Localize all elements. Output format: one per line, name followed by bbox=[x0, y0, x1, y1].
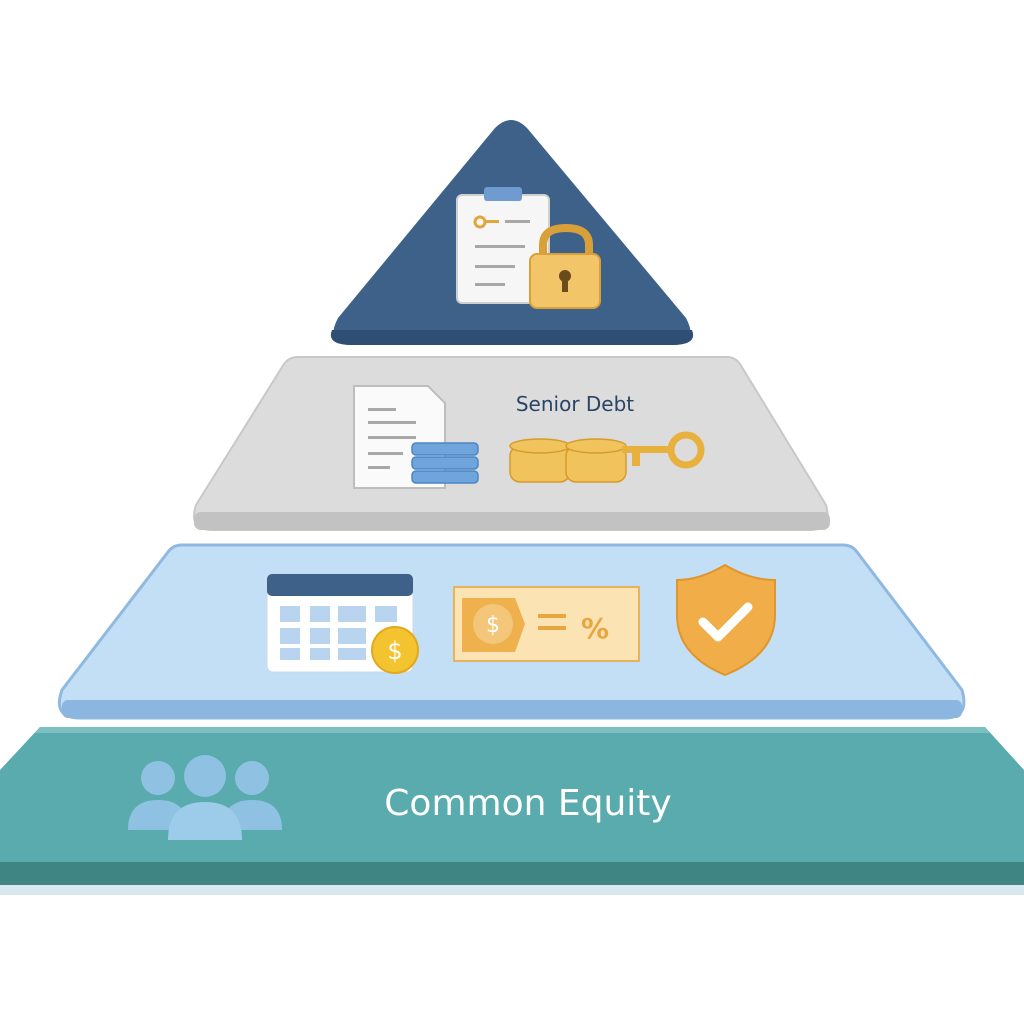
svg-text:$: $ bbox=[387, 637, 402, 665]
coins-icon bbox=[509, 438, 627, 483]
svg-text:%: % bbox=[581, 612, 609, 645]
tier-mezzanine: $ $ % bbox=[57, 543, 966, 720]
tier-label-common-equity: Common Equity bbox=[384, 783, 671, 824]
dollar-coin-icon: $ bbox=[371, 626, 419, 674]
database-stack-icon bbox=[411, 442, 479, 484]
tier-common-equity: Common Equity bbox=[0, 727, 1024, 895]
banknote-percent-icon: $ % bbox=[453, 586, 640, 662]
clipboard-icon bbox=[456, 187, 550, 304]
tier-label-senior-debt: Senior Debt bbox=[516, 392, 634, 416]
padlock-icon bbox=[529, 223, 601, 309]
tier-top bbox=[330, 120, 694, 345]
people-group-icon bbox=[128, 755, 282, 840]
shield-check-icon bbox=[676, 563, 776, 677]
tier-senior-debt: Senior Debt bbox=[193, 356, 830, 531]
key-icon bbox=[622, 431, 705, 469]
svg-text:$: $ bbox=[486, 613, 500, 638]
